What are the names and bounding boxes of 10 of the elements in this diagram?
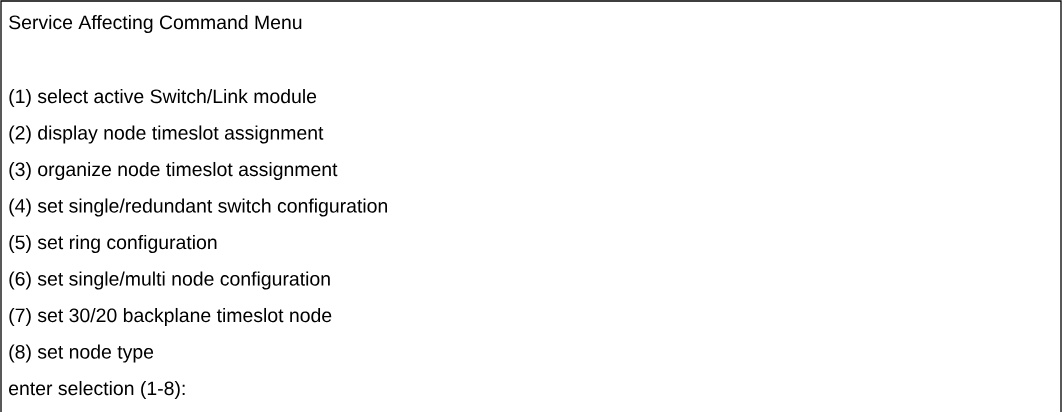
menu-option: (5) set ring configuration: [9, 234, 217, 254]
menu-option: (7) set 30/20 backplane timeslot node: [9, 307, 332, 327]
menu-option: (1) select active Switch/Link module: [9, 88, 317, 108]
menu-option: (6) set single/multi node configuration: [9, 271, 330, 290]
menu-option: (3) organize node timeslot assignment: [9, 161, 338, 181]
menu-title: Service Affecting Command Menu: [9, 14, 302, 34]
input-prompt: enter selection (1-8):: [9, 380, 185, 400]
menu-option: (4) set single/redundant switch configuration: [9, 198, 387, 217]
menu-option: (2) display node timeslot assignment: [9, 125, 324, 144]
menu-option: (8) set node type: [9, 344, 154, 363]
